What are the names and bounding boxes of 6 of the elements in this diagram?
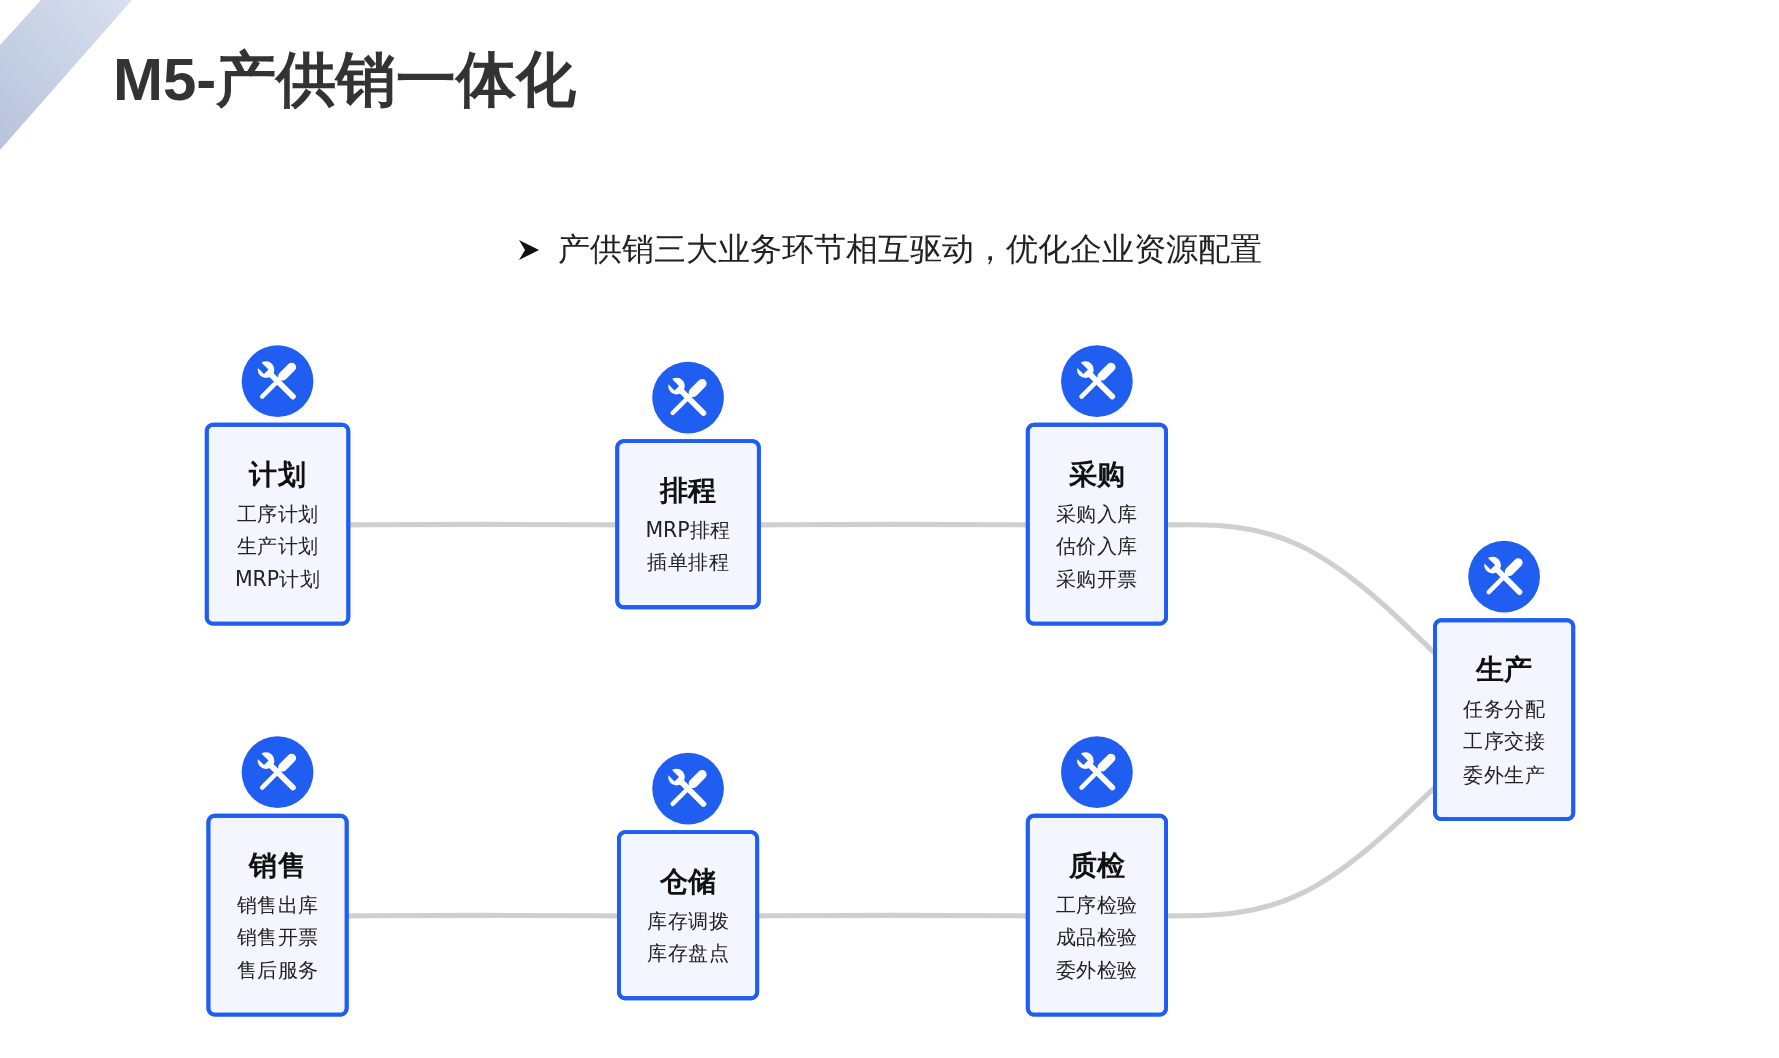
connector (759, 521, 1029, 528)
subtitle-note: 产供销三大业务环节相互驱动，优化企业资源配置 (557, 229, 1262, 270)
connector (348, 521, 618, 528)
connector (347, 912, 620, 919)
title: M5-产供销一体化 (113, 45, 577, 115)
connector (757, 912, 1029, 919)
